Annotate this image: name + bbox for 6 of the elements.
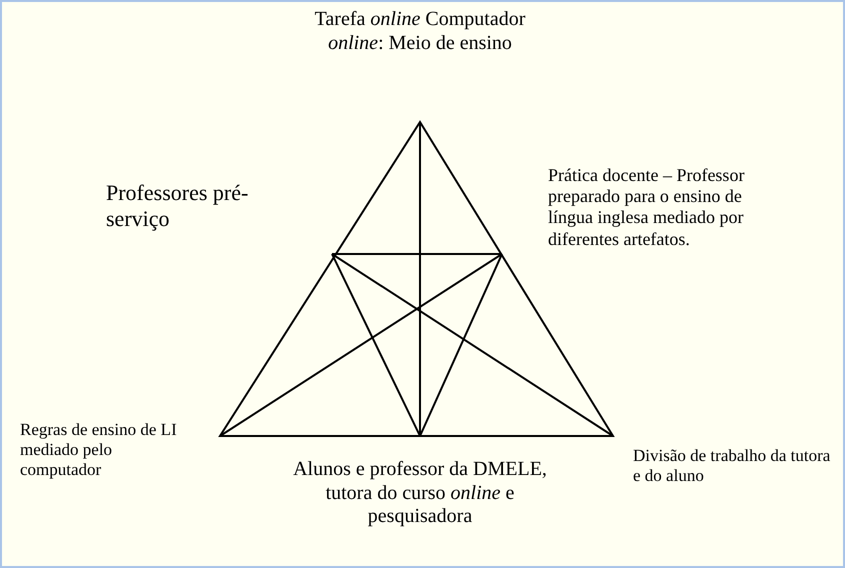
vertex-label: Prática docente – Professor preparado para o ensino de língua inglesa mediado por diferentes artefatos. (548, 165, 746, 250)
vertex-label: Professores pré-serviço (106, 180, 250, 232)
vertex-label: Alunos e professor da DMELE, tutora do curso online e pesquisadora (292, 458, 548, 529)
vertex-label: Regras de ensino de LI mediado pelo computador (20, 420, 178, 480)
vertex-label: Divisão de trabalho da tutora e do aluno (633, 446, 832, 486)
vertex-label: Tarefa online Computador online: Meio de ensino (314, 8, 526, 56)
